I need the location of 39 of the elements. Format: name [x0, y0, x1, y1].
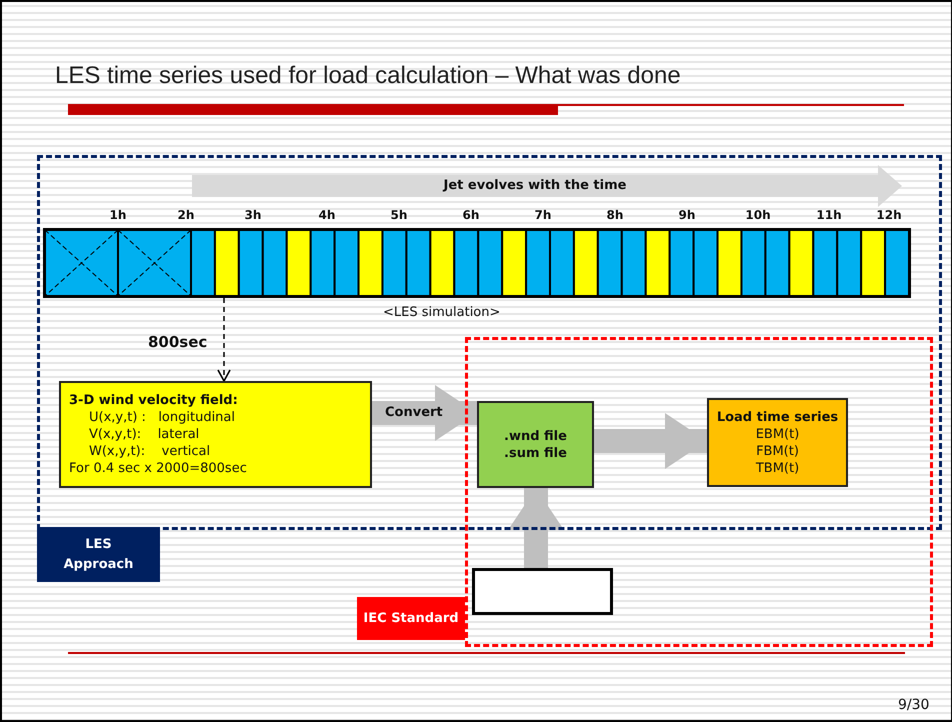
- box-heading: Load time series: [716, 408, 840, 426]
- box-text: W(x,y,t): vertical: [88, 443, 212, 460]
- box-text: FBM(t): [755, 442, 800, 460]
- box-text: V(x,y,t): lateral: [88, 426, 200, 443]
- time-label: 6h: [462, 208, 480, 222]
- arrow: [508, 488, 564, 568]
- caption-text: <LES simulation>: [383, 305, 500, 320]
- time-label: 7h: [534, 208, 552, 222]
- process-box: [707, 398, 848, 487]
- box-heading: .wnd file: [503, 428, 568, 444]
- section-label: IEC Standard: [357, 597, 465, 640]
- arrow: [217, 298, 231, 382]
- time-label: 1h: [108, 208, 128, 222]
- time-label: 12h: [876, 208, 902, 222]
- time-label: 10h: [745, 208, 771, 222]
- time-label: 5h: [390, 208, 408, 222]
- arrow: [594, 413, 707, 469]
- box-text: .sum file: [503, 444, 568, 462]
- section-label: LES Approach: [37, 527, 160, 582]
- time-label: 3h: [244, 208, 262, 222]
- box-text: EBM(t): [754, 426, 800, 442]
- box-text: TBM(t): [754, 460, 800, 476]
- arrow-caption: Jet evolves with the time: [442, 178, 628, 193]
- time-label: 2h: [176, 208, 196, 222]
- page-number: 9/30: [898, 697, 930, 713]
- box-heading: 3-D wind velocity field:: [68, 392, 239, 409]
- timeline-bar: [43, 228, 911, 298]
- process-box: [477, 401, 594, 488]
- time-label: 8h: [606, 208, 624, 222]
- arrow: [372, 385, 477, 441]
- time-label: 11h: [816, 208, 842, 222]
- time-label: 9h: [678, 208, 696, 222]
- edge-label: 800sec: [148, 333, 208, 351]
- box-text: U(x,y,t) : longitudinal: [88, 409, 236, 426]
- process-box: [59, 381, 372, 488]
- empty-box: [472, 568, 613, 615]
- time-label: 4h: [318, 208, 336, 222]
- slide-title: LES time series used for load calculation – What was done: [55, 62, 681, 90]
- box-text: For 0.4 sec x 2000=800sec: [68, 460, 248, 477]
